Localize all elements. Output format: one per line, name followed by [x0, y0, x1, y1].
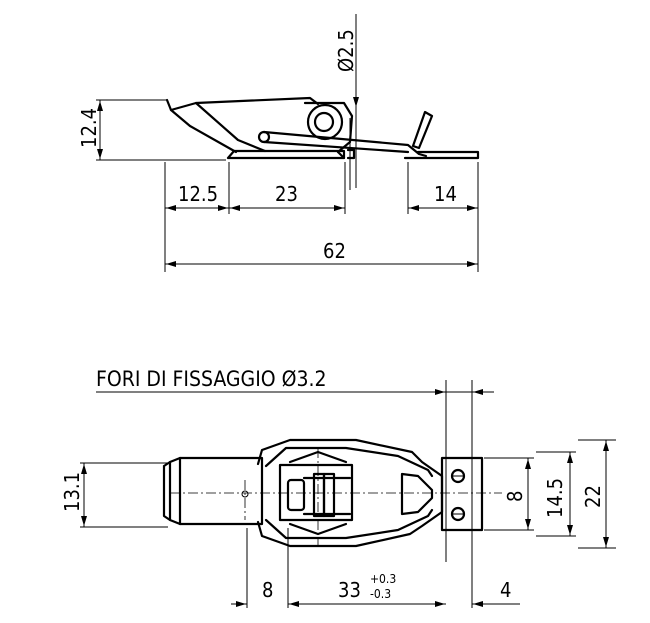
side-view-diameter-dim: Ø2.5 — [334, 14, 359, 190]
hole-diameter-label: Ø2.5 — [334, 29, 358, 72]
top-view-overall-width-dim: 22 — [578, 439, 616, 549]
dim-12-5-label: 12.5 — [178, 182, 218, 206]
dim-right-4-label: 4 — [500, 578, 511, 602]
top-view-hole-spacing-dim: 8 — [484, 457, 534, 531]
dim-33-label: 33 — [338, 578, 361, 602]
side-view: Ø2.5 12.4 — [77, 14, 480, 272]
tolerance-upper-label: +0.3 — [370, 572, 396, 586]
tolerance-lower-label: -0.3 — [370, 587, 391, 601]
top-view-bottom-dims: 8 33 +0.3 -0.3 4 — [231, 528, 520, 608]
dim-14-label: 14 — [434, 182, 457, 206]
mounting-holes-note: FORI DI FISSAGGIO Ø3.2 — [96, 367, 327, 391]
dim-62-label: 62 — [323, 239, 346, 263]
top-view-hole-dims — [428, 380, 494, 608]
dim-left-8-label: 8 — [262, 578, 273, 602]
height-13-1-label: 13.1 — [60, 472, 84, 512]
side-view-height-dim: 12.4 — [77, 99, 226, 161]
side-view-latch-body — [165, 96, 480, 160]
top-view-plate-width-dim: 14.5 — [536, 451, 576, 537]
top-view-left-height-dim: 13.1 — [60, 462, 168, 528]
side-view-horizontal-dims: 12.5 23 14 62 — [164, 162, 479, 272]
top-view-latch-body — [162, 438, 484, 548]
hole-spacing-label: 8 — [503, 491, 527, 502]
plate-width-label: 14.5 — [543, 478, 567, 518]
top-view-centerlines — [170, 448, 502, 545]
height-label: 12.4 — [77, 108, 101, 148]
overall-width-label: 22 — [581, 485, 605, 508]
dim-23-label: 23 — [275, 182, 298, 206]
top-view: FORI DI FISSAGGIO Ø3.2 — [60, 367, 616, 608]
